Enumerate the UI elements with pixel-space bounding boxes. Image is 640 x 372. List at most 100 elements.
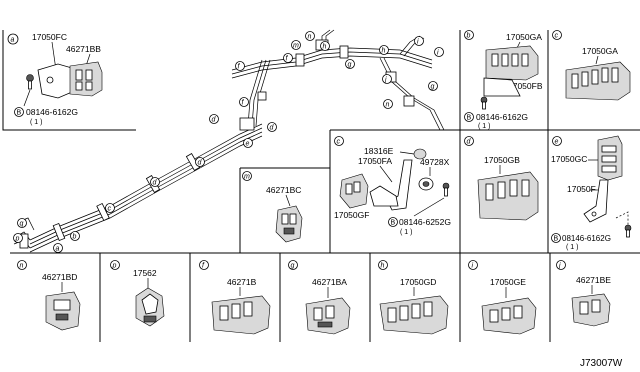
bolt-symbol: B <box>467 115 472 122</box>
panel-letter-circle <box>7 33 19 45</box>
bolt-icon <box>26 74 34 90</box>
callout-label: p <box>15 236 20 243</box>
panel-letter: g <box>291 263 295 270</box>
callout-label: f <box>238 64 241 71</box>
part-number[interactable]: 17050GA <box>582 46 618 56</box>
bolt-symbol: B <box>17 110 22 117</box>
panel-c-detail: c 18316E 17050FA 49728X 17050GF B 08146-… <box>334 136 451 236</box>
panel-letter: a <box>11 37 15 44</box>
callout-label: n <box>308 34 312 41</box>
vertical-clip-17050gc <box>597 135 623 181</box>
part-number[interactable]: 17050GD <box>400 277 436 287</box>
bracket-17050f <box>583 179 609 223</box>
panel-letter: j <box>558 263 561 270</box>
tube-clip-assembly <box>483 45 539 97</box>
bolt-symbol-circle <box>14 107 24 117</box>
callout-label: m <box>293 43 299 50</box>
callout-label: c <box>108 206 112 213</box>
panel-frames <box>2 30 640 342</box>
part-number[interactable]: 17050FC <box>32 32 67 42</box>
callout-label: e <box>246 141 250 148</box>
panel-letter: p <box>112 263 117 270</box>
bolt-symbol: B <box>554 236 559 243</box>
callout-label: i <box>437 50 439 57</box>
clip-46271bc <box>275 205 303 243</box>
panel-letter: d <box>467 139 472 146</box>
part-number[interactable]: 46271BB <box>66 44 101 54</box>
callout-label: j <box>384 77 387 84</box>
clip-17050gd <box>379 295 449 335</box>
main-callouts: a b c d d d e d f f f m n h g h i i j g … <box>13 31 444 253</box>
part-number[interactable]: 46271B <box>227 277 257 287</box>
panel-m: m 46271BC <box>242 171 303 243</box>
panel-e: e 17050GC 17050F B 08146-6162G ( 1 ) <box>551 135 632 251</box>
panel-letter: c <box>337 139 341 146</box>
callout-label: i <box>417 39 419 46</box>
part-number[interactable]: 17050GE <box>490 277 526 287</box>
panel-a: a 17050FC 46271BB B 08146-6162G ( 1 ) <box>7 32 103 126</box>
callout-label: d <box>153 180 158 187</box>
clip-17050ge <box>481 297 537 335</box>
part-number[interactable]: 17050GA <box>506 32 542 42</box>
part-number[interactable]: 17050GC <box>551 154 587 164</box>
part-number[interactable]: 17050GF <box>334 210 369 220</box>
part-number[interactable]: 08146-6162G <box>26 107 78 117</box>
panel-letter: m <box>244 174 250 181</box>
panel-g: g 46271BA <box>288 260 351 335</box>
tube-clip-17050gb <box>477 171 539 221</box>
panel-letter: i <box>472 263 474 270</box>
panel-letter: f <box>202 263 205 270</box>
part-number[interactable]: 46271BE <box>576 275 611 285</box>
clip-46271bd <box>45 291 81 331</box>
callout-label: f <box>286 56 289 63</box>
part-number[interactable]: 17050FA <box>358 156 392 166</box>
bolt-icon <box>442 182 450 197</box>
clip-46271be <box>571 293 611 327</box>
bolt-icon <box>480 96 488 110</box>
part-number[interactable]: 17050FB <box>508 81 543 91</box>
callout-label: h <box>382 48 386 55</box>
callout-label: n <box>386 102 390 109</box>
panel-letter: n <box>20 263 24 270</box>
callout-label: f <box>242 100 245 107</box>
callout-label: d <box>198 160 203 167</box>
bolt-quantity: ( 1 ) <box>30 119 42 126</box>
callout-label: h <box>323 44 327 51</box>
bolt-icon <box>624 224 632 238</box>
callout-label: d <box>270 125 275 132</box>
panel-b: b 17050GA 17050FB B 08146-6162G ( 1 ) <box>464 30 543 130</box>
part-number[interactable]: 17562 <box>133 268 157 278</box>
panel-d: d 17050GB <box>464 136 539 221</box>
bolt-quantity: ( 1 ) <box>478 123 490 130</box>
part-number[interactable]: 17050F <box>567 184 596 194</box>
panel-n: n 46271BD <box>17 260 81 331</box>
part-number[interactable]: 46271BC <box>266 185 301 195</box>
brake-tube-routing <box>13 29 445 253</box>
panel-letter: h <box>381 263 385 270</box>
part-number[interactable]: 46271BA <box>312 277 347 287</box>
diagram-id: J73007W <box>580 358 623 369</box>
callout-label: a <box>56 246 60 253</box>
part-number[interactable]: 08146-6162G <box>476 112 528 122</box>
bolt-quantity: ( 1 ) <box>566 244 578 251</box>
panel-j: j 46271BE <box>556 260 611 327</box>
callout-label: q <box>20 221 24 228</box>
part-number[interactable]: 08146-6162G <box>562 234 611 243</box>
part-number[interactable]: 46271BD <box>42 272 77 282</box>
part-number[interactable]: 18316E <box>364 146 394 156</box>
callout-label: d <box>212 117 217 124</box>
callout-label: g <box>348 62 352 69</box>
clip-46271b <box>211 295 271 335</box>
bracket-clip-assembly <box>37 61 103 99</box>
part-number[interactable]: 49728X <box>420 157 450 167</box>
clip-46271ba <box>305 297 351 335</box>
bolt-quantity: ( 1 ) <box>400 229 412 236</box>
part-number[interactable]: 08146-6252G <box>399 217 451 227</box>
tube-clip <box>565 61 631 101</box>
clip-17050gf <box>339 173 369 209</box>
part-number[interactable]: 17050GB <box>484 155 520 165</box>
panel-h: h 17050GD <box>378 260 449 335</box>
panel-i: i 17050GE <box>468 260 537 335</box>
grommet-49728x <box>418 177 434 191</box>
